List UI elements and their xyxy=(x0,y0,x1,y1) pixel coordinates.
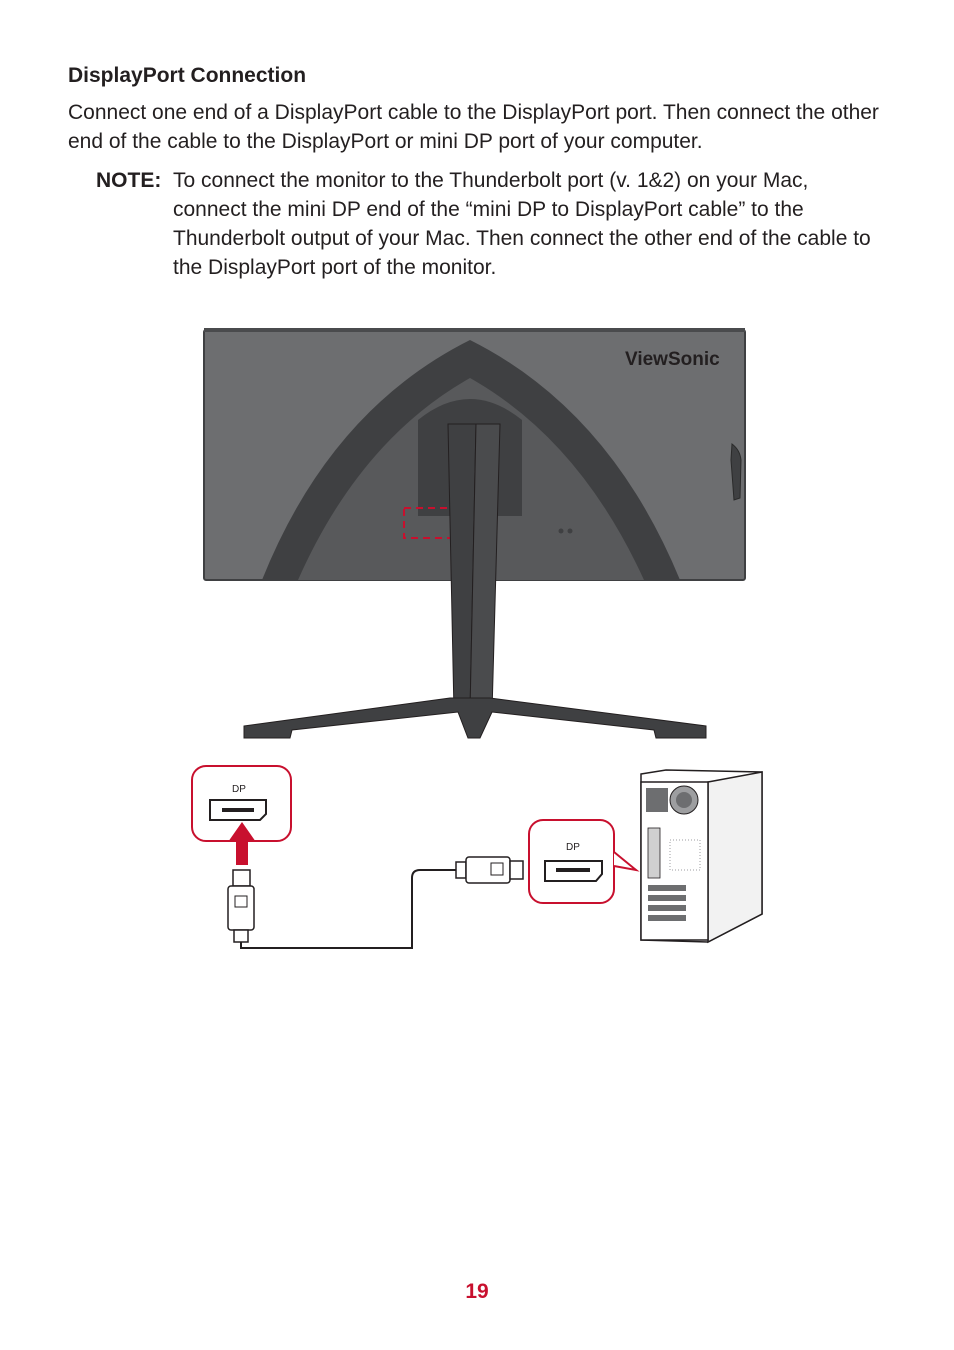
dp-connector-pc xyxy=(455,856,524,884)
connection-diagram: ViewSonic DP DP xyxy=(191,328,763,949)
dp-cable xyxy=(240,869,456,949)
monitor-dp-callout: DP xyxy=(191,765,292,842)
brand-logo: ViewSonic xyxy=(625,349,720,370)
body-paragraph: Connect one end of a DisplayPort cable t… xyxy=(68,101,879,153)
dp-connector-monitor xyxy=(227,869,255,943)
monitor-illustration: ViewSonic xyxy=(203,328,746,739)
note-label: NOTE: xyxy=(96,169,162,192)
section-heading: DisplayPort Connection xyxy=(68,64,307,87)
page-number: 19 xyxy=(465,1280,489,1303)
insert-arrow xyxy=(228,822,256,865)
pc-port-label: DP xyxy=(566,842,580,853)
pc-dp-callout: DP xyxy=(528,819,640,904)
note-text: To connect the monitor to the Thunderbol… xyxy=(173,169,871,279)
pc-tower-illustration xyxy=(640,769,763,944)
monitor-port-label: DP xyxy=(232,784,246,795)
